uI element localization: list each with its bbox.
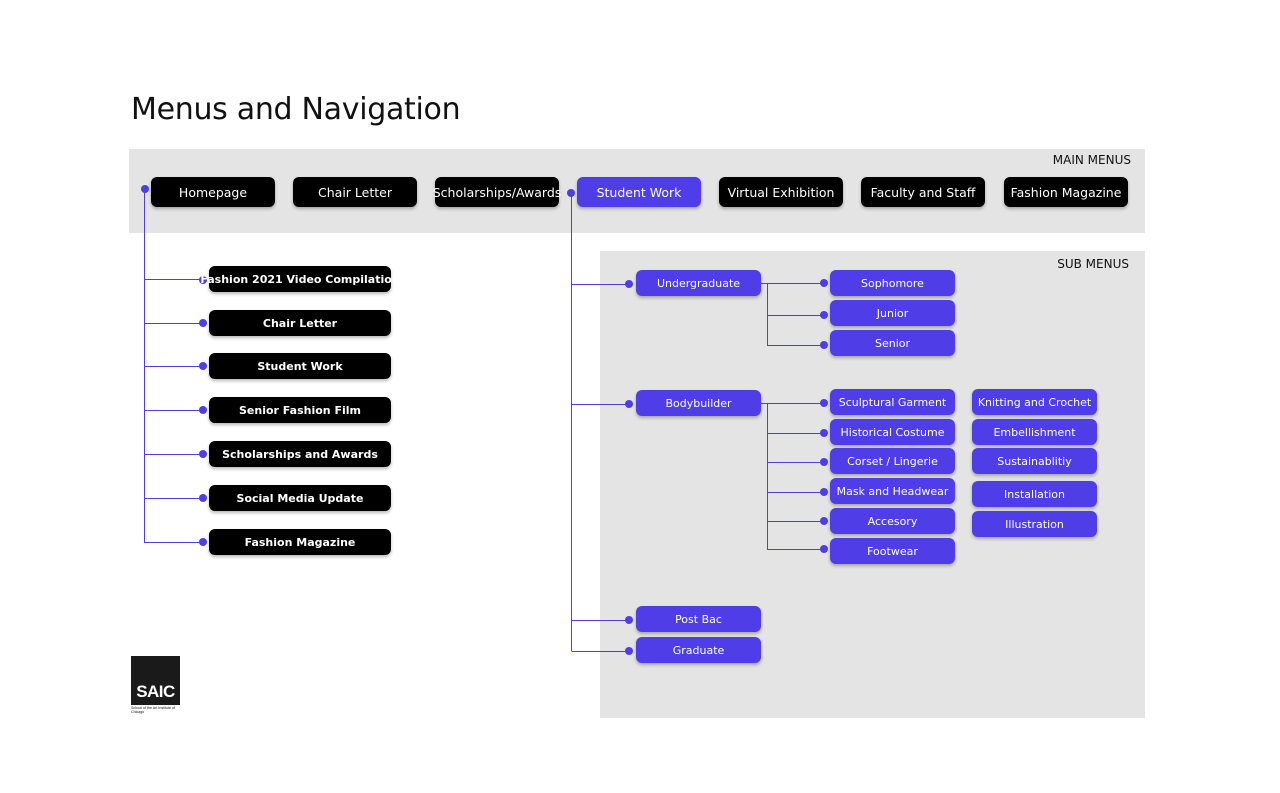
bodybuilder-accesory[interactable]: Accesory xyxy=(830,508,955,534)
sub-menus-label: SUB MENUS xyxy=(1057,257,1129,271)
main-menu-homepage[interactable]: Homepage xyxy=(151,177,275,207)
bodybuilder-historical-costume[interactable]: Historical Costume xyxy=(830,419,955,445)
homepage-item-social-media-update[interactable]: Social Media Update xyxy=(209,485,391,511)
submenu-undergraduate[interactable]: Undergraduate xyxy=(636,270,761,296)
homepage-item-fashion-magazine[interactable]: Fashion Magazine xyxy=(209,529,391,555)
main-menu-fashion-magazine[interactable]: Fashion Magazine xyxy=(1004,177,1128,207)
bodybuilder-illustration[interactable]: Illustration xyxy=(972,511,1097,537)
bodybuilder-corset-lingerie[interactable]: Corset / Lingerie xyxy=(830,448,955,474)
logo-caption: School of the Art Institute of Chicago xyxy=(131,706,175,714)
submenu-post-bac[interactable]: Post Bac xyxy=(636,606,761,632)
main-menu-virtual-exhibition[interactable]: Virtual Exhibition xyxy=(719,177,843,207)
saic-logo: SAIC xyxy=(131,656,180,705)
main-menu-scholarships-awards[interactable]: Scholarships/Awards xyxy=(433,177,561,207)
page-title: Menus and Navigation xyxy=(131,92,461,127)
undergrad-sophomore[interactable]: Sophomore xyxy=(830,270,955,296)
bodybuilder-knitting-and-crochet[interactable]: Knitting and Crochet xyxy=(972,389,1097,415)
submenu-bodybuilder[interactable]: Bodybuilder xyxy=(636,390,761,416)
bodybuilder-footwear[interactable]: Footwear xyxy=(830,538,955,564)
main-menus-label: MAIN MENUS xyxy=(1052,153,1131,167)
homepage-item-student-work[interactable]: Student Work xyxy=(209,353,391,379)
undergrad-senior[interactable]: Senior xyxy=(830,330,955,356)
bodybuilder-sculptural-garment[interactable]: Sculptural Garment xyxy=(830,389,955,415)
homepage-item-senior-fashion-film[interactable]: Senior Fashion Film xyxy=(209,397,391,423)
main-menu-student-work[interactable]: Student Work xyxy=(577,177,701,207)
main-menu-faculty-and-staff[interactable]: Faculty and Staff xyxy=(861,177,985,207)
submenu-graduate[interactable]: Graduate xyxy=(636,637,761,663)
main-menu-chair-letter[interactable]: Chair Letter xyxy=(293,177,417,207)
homepage-item-video-compilation[interactable]: Fashion 2021 Video Compilation xyxy=(200,266,400,292)
bodybuilder-embellishment[interactable]: Embellishment xyxy=(972,419,1097,445)
bodybuilder-installation[interactable]: Installation xyxy=(972,481,1097,507)
logo-text: SAIC xyxy=(136,682,175,701)
bodybuilder-sustainability[interactable]: Sustainablitiy xyxy=(972,448,1097,474)
undergrad-junior[interactable]: Junior xyxy=(830,300,955,326)
bodybuilder-mask-and-headwear[interactable]: Mask and Headwear xyxy=(830,478,955,504)
homepage-item-chair-letter[interactable]: Chair Letter xyxy=(209,310,391,336)
homepage-item-scholarships-and-awards[interactable]: Scholarships and Awards xyxy=(209,441,391,467)
